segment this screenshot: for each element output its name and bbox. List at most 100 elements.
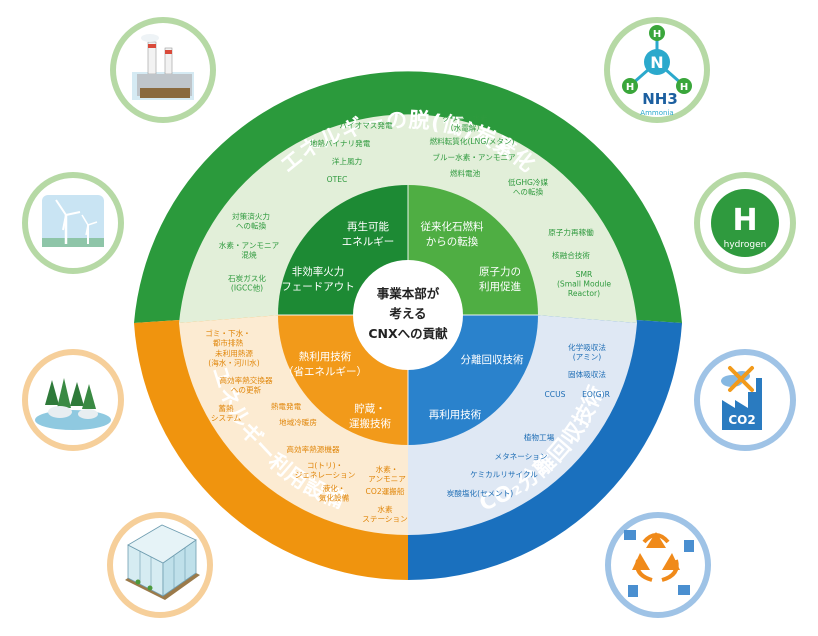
orange-item-2-line-1: への更新: [231, 385, 262, 395]
orange-item-0-line-1: 都市排熱: [213, 338, 244, 348]
orange-item-8-line-1: アンモニア: [368, 475, 406, 484]
orange-item-2-line-0: 高効率熱交換器: [219, 375, 273, 385]
ammonia-atom-n: N: [650, 53, 663, 72]
greenhouse-badge: [107, 512, 213, 618]
orange-item-7-line-0: コ(トリ)・: [307, 461, 343, 470]
orange-item-7-line-1: ジェネレーション: [295, 471, 356, 480]
green-right-item-3-line-0: 燃料電池: [450, 168, 481, 178]
blue-item-4-line-0: 植物工場: [524, 432, 555, 442]
orange-item-1-line-0: 未利用熱源: [215, 348, 253, 358]
orange-item-11-line-1: ステーション: [362, 515, 407, 524]
items-blue: 化学吸収法(アミン) 固体吸収法 CCUS EO(G)R 植物工場メタネーションケミカル…: [447, 342, 611, 498]
orange-item-3-line-0: 蓄熱: [218, 403, 234, 413]
orange-item-5-line-0: 地域冷暖房: [279, 417, 317, 427]
inner-categories: 再生可能 エネルギー 従来化石燃料 からの転換 非効率火力 フェードアウト 原子…: [281, 220, 524, 430]
green-right-item-2-line-0: ブルー水素・アンモニア: [432, 152, 516, 162]
hydrogen-icon: H hydrogen: [711, 189, 779, 257]
category-storage-line-2: 運搬技術: [349, 417, 391, 430]
category-reuse: 再利用技術: [429, 408, 482, 421]
hydrogen-badge: H hydrogen: [694, 172, 796, 274]
green-left-item-1-line-0: 地熱バイナリ発電: [310, 138, 371, 148]
category-nuclear-line-2: 利用促進: [479, 280, 521, 293]
green-right-item-4-line-0: 低GHG冷媒: [508, 177, 549, 187]
green-right-item-6-line-0: 核融合技術: [552, 250, 590, 260]
blue-item-0-line-1: (アミン): [573, 353, 602, 362]
green-right-item-0-line-0: グリーン水素: [442, 113, 488, 123]
ammonia-atom-h-top: H: [653, 29, 661, 40]
center-line-1: 事業本部が: [377, 286, 440, 301]
center-line-3: CNXへの貢献: [368, 326, 448, 341]
co2-factory-icon: CO2: [721, 366, 762, 430]
recycle-icon: [624, 530, 694, 597]
green-left-item-6-line-1: (IGCC他): [231, 283, 263, 293]
blue-item-3-line-0: EO(G)R: [582, 390, 611, 399]
blue-item-0-line-0: 化学吸収法: [568, 342, 606, 352]
green-left-item-6-line-0: 石炭ガス化: [228, 273, 266, 283]
forest-icon: [35, 378, 111, 430]
center-label: 事業本部が 考える CNXへの貢献: [353, 260, 463, 370]
category-nuclear-line-1: 原子力の: [479, 265, 521, 278]
recycling-badge: [605, 512, 711, 618]
category-fossil-line-1: 従来化石燃料: [421, 220, 484, 233]
category-heat-line-1: 熱利用技術: [299, 350, 352, 363]
co2-label: CO2: [728, 413, 755, 427]
green-right-item-5-line-0: 原子力再稼働: [548, 227, 594, 237]
category-separation: 分離回収技術: [461, 353, 524, 366]
green-right-item-7-line-1: (Small Module: [557, 280, 611, 289]
category-renewable-line-2: エネルギー: [342, 236, 395, 248]
ammonia-formula: NH3: [642, 90, 678, 108]
wind-turbine-icon: [42, 195, 104, 247]
blue-item-7-line-0: 炭酸塩化(セメント): [447, 488, 514, 498]
green-left-item-0-line-0: バイオマス発電: [339, 121, 393, 130]
green-left-item-2-line-0: 洋上風力: [332, 156, 362, 166]
orange-item-1-line-1: (海水・河川水): [208, 358, 260, 368]
orange-item-8-line-0: 水素・: [376, 464, 399, 474]
center-line-2: 考える: [389, 306, 426, 321]
blue-item-2-line-0: CCUS: [545, 390, 566, 399]
items-green-right: グリーン水素（水電解） 燃料転質化(LNG/メタン) ブルー水素・アンモニア燃料電池…: [429, 113, 611, 298]
orange-item-9-line-0: 液化・: [323, 483, 346, 493]
green-right-item-0-line-1: （水電解）: [446, 123, 484, 133]
green-left-item-4-line-1: への転換: [236, 221, 267, 231]
wind-badge: [22, 172, 124, 274]
category-storage-line-1: 貯蔵・: [354, 402, 386, 415]
ammonia-badge: N H H H NH3 Ammonia: [604, 17, 710, 123]
category-thermal-line-2: フェードアウト: [281, 281, 355, 293]
category-thermal-line-1: 非効率火力: [292, 265, 345, 278]
orange-item-10-line-0: CO2運搬船: [366, 486, 405, 496]
category-fossil-line-2: からの転換: [426, 236, 479, 248]
blue-item-6-line-0: ケミカルリサイクル: [470, 470, 538, 479]
green-left-item-5-line-1: 混焼: [241, 251, 257, 260]
orange-item-9-line-1: 気化設備: [319, 493, 350, 503]
ammonia-atom-h-right: H: [680, 82, 688, 93]
forest-badge: [22, 349, 124, 451]
ammonia-molecule-icon: N H H H NH3 Ammonia: [622, 25, 692, 117]
green-right-item-7-line-0: SMR: [576, 270, 593, 279]
factory-icon: [132, 34, 194, 100]
orange-item-6-line-0: 高効率熱源機器: [286, 444, 340, 454]
ammonia-label: Ammonia: [640, 109, 673, 117]
green-right-item-1-line-0: 燃料転質化(LNG/メタン): [429, 136, 514, 146]
category-heat-line-2: （省エネルギー）: [283, 365, 367, 378]
green-left-item-4-line-0: 対策済火力: [232, 211, 270, 221]
green-right-item-7-line-2: Reactor): [568, 289, 600, 298]
category-renewable-line-1: 再生可能: [347, 220, 389, 233]
hydrogen-letter: H: [732, 203, 757, 238]
orange-item-3-line-1: システム: [211, 414, 242, 423]
orange-item-4-line-0: 熱電発電: [271, 401, 302, 411]
hydrogen-label: hydrogen: [724, 240, 767, 250]
blue-item-1-line-0: 固体吸収法: [568, 369, 606, 379]
green-left-item-5-line-0: 水素・アンモニア: [219, 240, 280, 250]
factory-badge: [110, 17, 216, 123]
blue-item-5-line-0: メタネーション: [494, 452, 547, 461]
green-right-item-4-line-1: への転換: [513, 187, 544, 197]
orange-item-11-line-0: 水素: [377, 504, 393, 514]
green-left-item-3-line-0: OTEC: [327, 175, 348, 184]
greenhouse-icon: [125, 524, 200, 600]
co2-badge: CO2: [694, 349, 796, 451]
orange-item-0-line-0: ゴミ・下水・: [205, 328, 251, 338]
ammonia-atom-h-left: H: [626, 82, 634, 93]
